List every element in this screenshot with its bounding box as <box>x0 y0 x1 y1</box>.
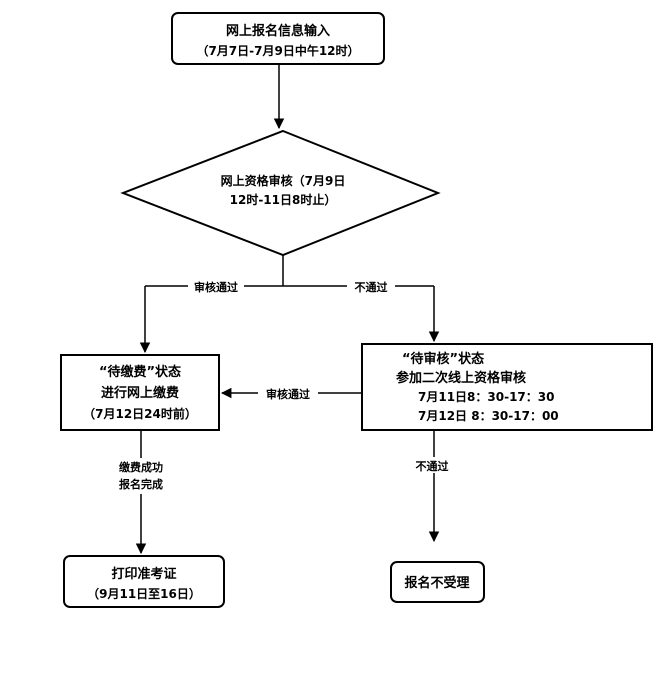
edge-label-registration-complete: 报名完成 <box>119 477 163 491</box>
edge-label-second-review-fail: 不通过 <box>416 459 449 473</box>
edge-label-review-pass: 审核通过 <box>194 280 238 294</box>
node-online-registration-title: 网上报名信息输入 <box>226 23 330 39</box>
node-qualification-review: 网上资格审核（7月9日 12时-11日8时止） <box>120 129 441 257</box>
node-pending-review-slot1: 7月11日8：30-17：30 <box>418 390 554 404</box>
node-print-admission-dates: （9月11日至16日） <box>87 586 201 601</box>
node-online-registration: 网上报名信息输入 （7月7日-7月9日中午12时） <box>171 12 385 65</box>
edge-label-payment-success: 缴费成功 <box>119 460 163 474</box>
node-pending-review-slot2: 7月12日 8：30-17：00 <box>418 409 559 423</box>
node-qualification-review-line1: 网上资格审核（7月9日 <box>221 173 346 188</box>
node-pending-review: “待审核”状态 参加二次线上资格审核 7月11日8：30-17：30 7月12日… <box>361 343 653 431</box>
node-not-accepted: 报名不受理 <box>390 561 485 603</box>
node-pending-payment: “待缴费”状态 进行网上缴费 （7月12日24时前） <box>60 354 220 431</box>
node-qualification-review-line2: 12时-11日8时止） <box>230 192 337 207</box>
edge-label-review-fail: 不通过 <box>355 280 388 294</box>
node-not-accepted-label: 报名不受理 <box>404 575 469 591</box>
node-pending-payment-status: “待缴费”状态 <box>99 364 181 380</box>
node-print-admission: 打印准考证 （9月11日至16日） <box>63 555 225 608</box>
node-pending-payment-deadline: （7月12日24时前） <box>83 406 197 421</box>
edge-label-second-review-pass: 审核通过 <box>266 387 310 401</box>
node-online-registration-dates: （7月7日-7月9日中午12时） <box>196 43 359 58</box>
node-pending-payment-action: 进行网上缴费 <box>101 385 179 401</box>
node-pending-review-status: “待审核”状态 <box>402 351 484 367</box>
node-print-admission-title: 打印准考证 <box>111 566 176 582</box>
node-pending-review-action: 参加二次线上资格审核 <box>396 370 526 386</box>
